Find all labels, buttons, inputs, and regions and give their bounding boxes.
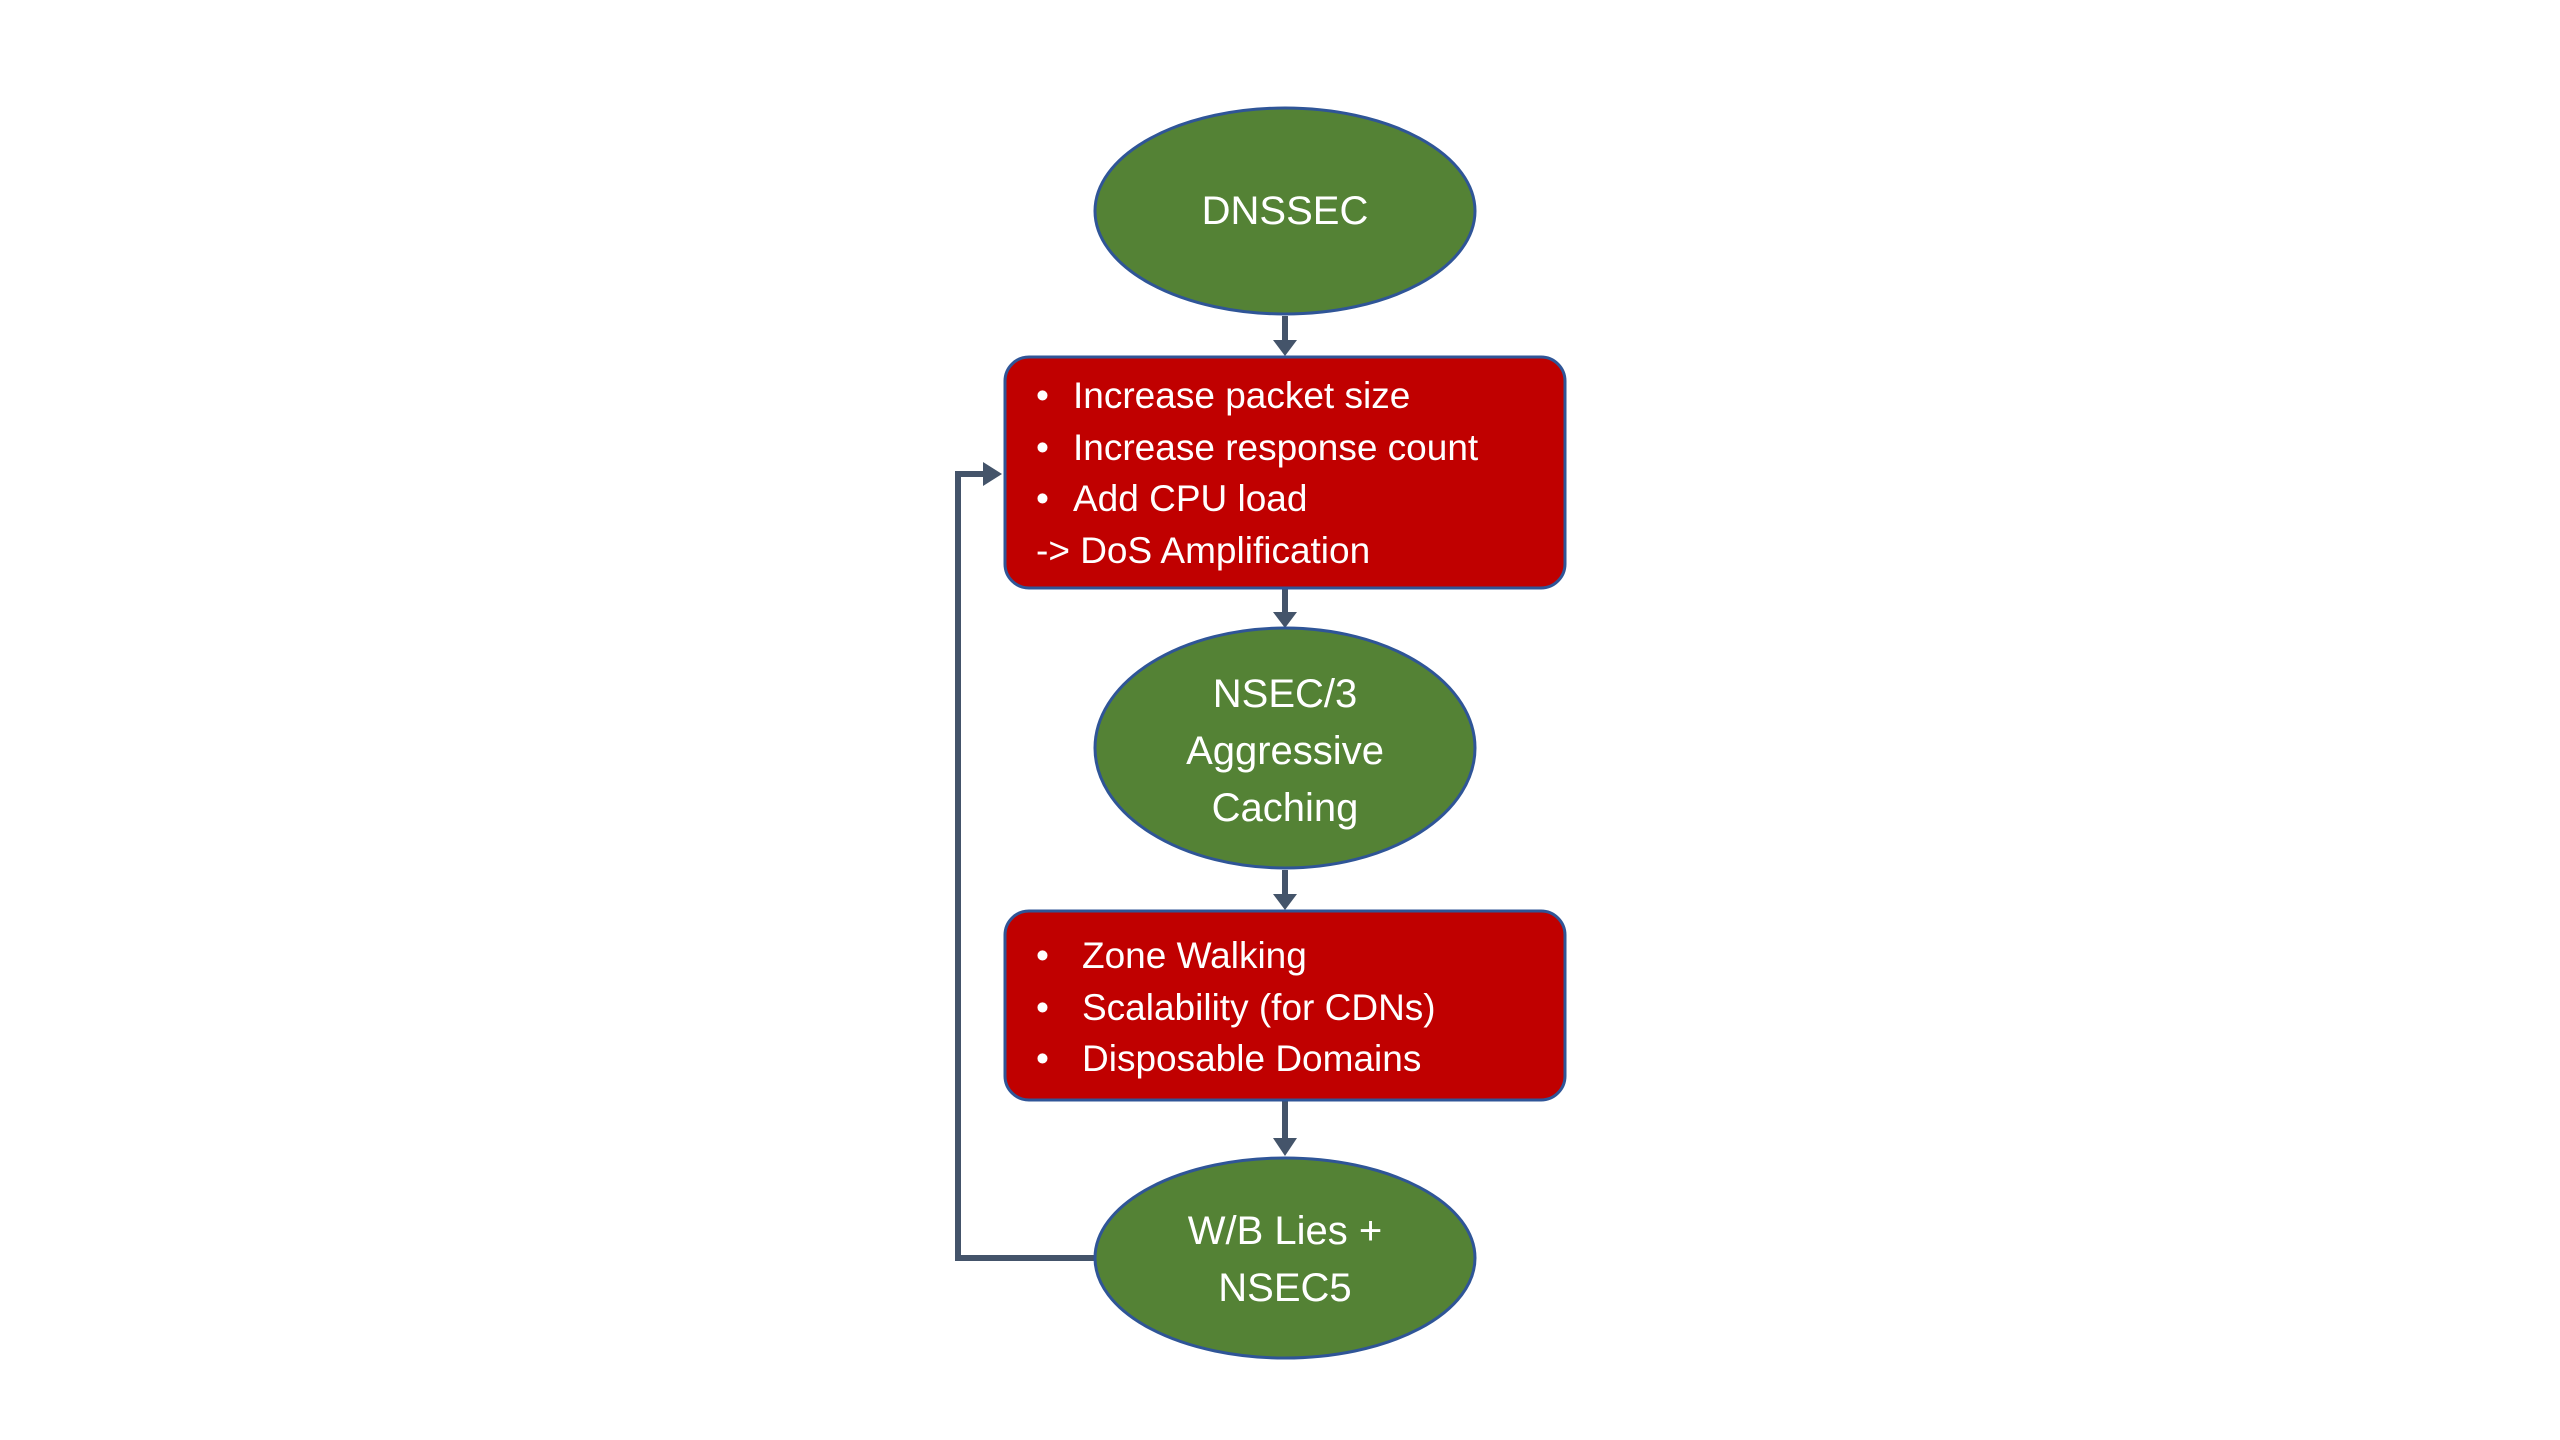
dnssec-ellipse [1093,106,1477,316]
wb-lies-ellipse [1093,1156,1477,1360]
bullet-icon: • [1036,935,1049,976]
dnssec-issue-conclusion: -> DoS Amplification [1036,530,1370,571]
dnssec-issue-item: Increase response count [1073,427,1479,468]
nsec3-issues-rect [1003,909,1567,1102]
wb-lies-label-line: W/B Lies + [1188,1209,1383,1253]
nsec3-issues-box: • Zone Walking • Scalability (for CDNs) … [1003,909,1567,1102]
nsec3-label-line: Caching [1212,786,1359,830]
bullet-icon: • [1036,375,1049,416]
bullet-icon: • [1036,427,1049,468]
bullet-icon: • [1036,1038,1049,1079]
nsec3-issue-item: Scalability (for CDNs) [1082,987,1436,1028]
arrowhead-icon [1273,340,1297,356]
bullet-icon: • [1036,987,1049,1028]
nsec3-node: NSEC/3 Aggressive Caching [1093,626,1477,870]
nsec3-ellipse [1093,626,1477,870]
dnssec-issues-rect [1003,355,1567,590]
connectors [955,316,1297,1261]
arrowhead-icon [1273,1138,1297,1156]
arrowhead-icon [1273,612,1297,628]
wb-lies-label-line: NSEC5 [1218,1266,1351,1310]
arrowhead-icon [1273,894,1297,910]
nsec3-label-line: Aggressive [1186,729,1384,773]
dnssec-label: DNSSEC [1202,189,1369,233]
arrowhead-icon [983,462,1002,486]
dnssec-issues-box: • Increase packet size • Increase respon… [1003,355,1567,590]
feedback-loop-connector [955,471,1096,1261]
dnssec-node: DNSSEC [1093,106,1477,316]
bullet-icon: • [1036,478,1049,519]
nsec3-issue-item: Zone Walking [1082,935,1307,976]
nsec3-label-line: NSEC/3 [1213,672,1358,716]
dnssec-issue-item: Increase packet size [1073,375,1410,416]
wb-lies-node: W/B Lies + NSEC5 [1093,1156,1477,1360]
dnssec-issue-item: Add CPU load [1073,478,1307,519]
nsec3-issue-item: Disposable Domains [1082,1038,1421,1079]
